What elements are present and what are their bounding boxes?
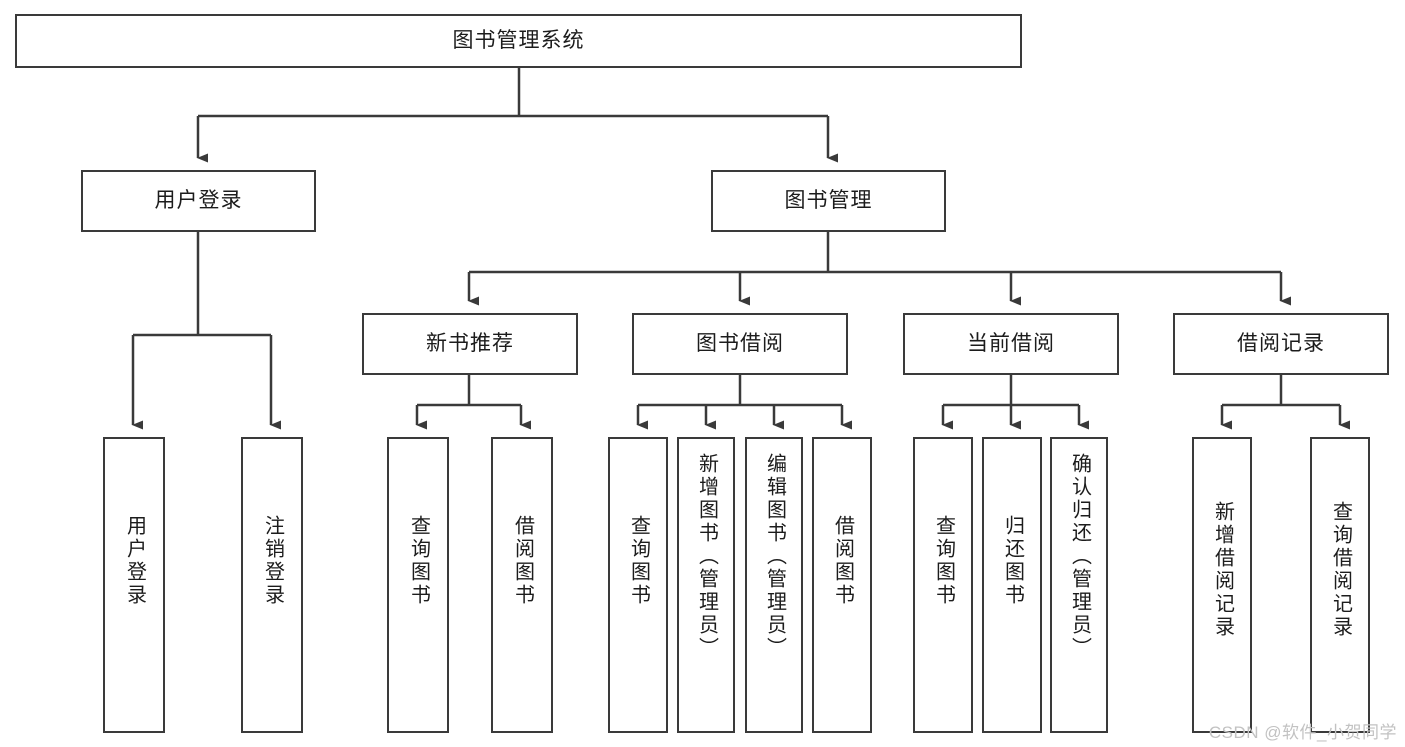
- leaf-edit-book-admin[interactable]: 编辑图书（管理员）: [745, 437, 803, 733]
- leaf-add-borrow-record[interactable]: 新增借阅记录: [1192, 437, 1252, 733]
- leaf-query-borrow-record[interactable]: 查询借阅记录: [1310, 437, 1370, 733]
- node-label: 查询图书: [407, 515, 430, 607]
- node-label: 新增借阅记录: [1211, 501, 1234, 639]
- node-label: 借阅记录: [1237, 332, 1325, 356]
- node-label: 当前借阅: [967, 332, 1055, 356]
- watermark: CSDN @软件_小贺同学: [1208, 723, 1397, 742]
- node-book-borrow[interactable]: 图书借阅: [632, 313, 848, 375]
- node-label: 图书管理系统: [452, 29, 585, 53]
- node-label: 注销登录: [261, 515, 284, 607]
- node-label: 用户登录: [123, 515, 146, 607]
- node-borrow-record[interactable]: 借阅记录: [1173, 313, 1389, 375]
- node-label: 借阅图书: [511, 515, 534, 607]
- leaf-query-book-current[interactable]: 查询图书: [913, 437, 973, 733]
- node-label: 编辑图书（管理员）: [763, 453, 786, 660]
- node-user-login[interactable]: 用户登录: [81, 170, 316, 232]
- leaf-logout[interactable]: 注销登录: [241, 437, 303, 733]
- leaf-borrow-book-newbook[interactable]: 借阅图书: [491, 437, 553, 733]
- node-label: 新增图书（管理员）: [695, 453, 718, 660]
- node-label: 图书借阅: [696, 332, 784, 356]
- node-current-borrow[interactable]: 当前借阅: [903, 313, 1119, 375]
- node-book-management[interactable]: 图书管理: [711, 170, 946, 232]
- node-label: 图书管理: [784, 189, 873, 213]
- node-new-book-recommend[interactable]: 新书推荐: [362, 313, 578, 375]
- leaf-borrow-book-borrow[interactable]: 借阅图书: [812, 437, 872, 733]
- node-label: 查询图书: [627, 515, 650, 607]
- node-label: 查询图书: [932, 515, 955, 607]
- leaf-user-login[interactable]: 用户登录: [103, 437, 165, 733]
- node-label: 用户登录: [154, 189, 243, 213]
- leaf-confirm-return-admin[interactable]: 确认归还（管理员）: [1050, 437, 1108, 733]
- leaf-return-book[interactable]: 归还图书: [982, 437, 1042, 733]
- node-root-system[interactable]: 图书管理系统: [15, 14, 1022, 68]
- node-label: 确认归还（管理员）: [1068, 453, 1091, 660]
- node-label: 新书推荐: [426, 332, 514, 356]
- node-label: 查询借阅记录: [1329, 501, 1352, 639]
- leaf-query-book-newbook[interactable]: 查询图书: [387, 437, 449, 733]
- node-label: 归还图书: [1001, 515, 1024, 607]
- leaf-add-book-admin[interactable]: 新增图书（管理员）: [677, 437, 735, 733]
- leaf-query-book-borrow[interactable]: 查询图书: [608, 437, 668, 733]
- node-label: 借阅图书: [831, 515, 854, 607]
